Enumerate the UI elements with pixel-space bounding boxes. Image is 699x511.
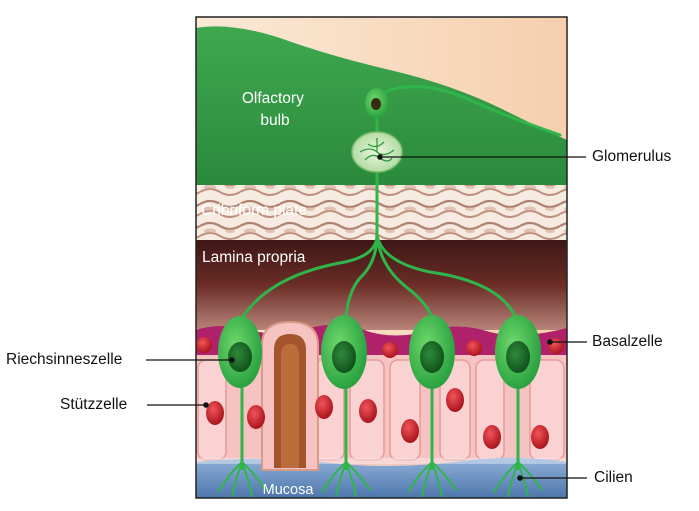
mucosa-label: Mucosa <box>263 482 315 498</box>
riechsinneszelle-label: Riechsinneszelle <box>6 351 123 368</box>
olfactory-neuron-4 <box>495 315 541 470</box>
panel-border <box>195 16 568 499</box>
olfactory-bulb-label-line1: Olfactory <box>242 90 304 107</box>
olfactory-bulb-label: Olfactory bulb <box>242 90 308 129</box>
olfactory-receptor-neurons <box>218 315 541 470</box>
glomerulus-label: Glomerulus <box>592 148 672 165</box>
tissue-panel: Olfactory bulb Cribriform plate Lamina p… <box>196 17 567 498</box>
olfactory-neuron-2 <box>321 315 367 470</box>
olfactory-neuron-3 <box>409 315 455 470</box>
mitral-cell <box>365 88 389 118</box>
stuetzzelle-label: Stützzelle <box>60 396 128 413</box>
supporting-cell-nuclei <box>206 388 549 449</box>
glomerulus <box>351 131 403 173</box>
lamina-propria-label: Lamina propria <box>202 249 306 266</box>
cilien-label: Cilien <box>594 469 633 486</box>
cribriform-plate-label: Cribriform plate <box>201 202 307 219</box>
cribriform-plate <box>196 185 567 240</box>
leader-lines <box>146 154 587 481</box>
bowman-gland <box>261 320 319 471</box>
olfactory-bulb-label-line2: bulb <box>260 112 289 129</box>
basalzelle-label: Basalzelle <box>592 333 663 350</box>
olfactory-neuron-1 <box>218 316 262 470</box>
